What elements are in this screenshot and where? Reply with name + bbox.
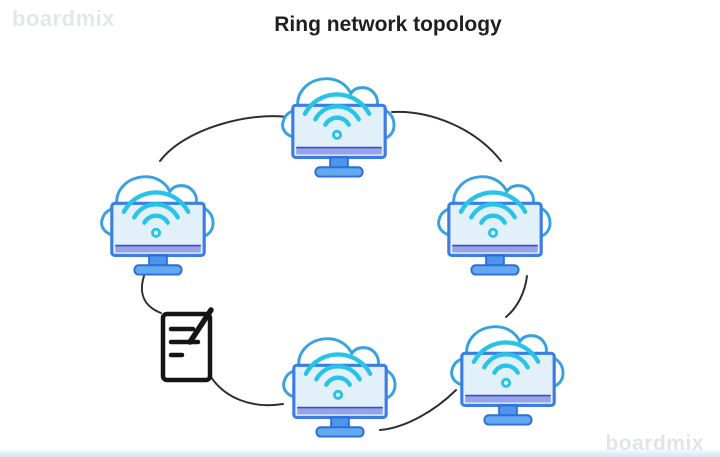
watermark-top-left: boardmix — [12, 6, 116, 31]
connector-top-right[interactable] — [391, 110, 502, 162]
wifi-cloud-computer-icon — [452, 327, 563, 425]
bottom-bar — [0, 450, 720, 457]
wifi-cloud-computer-icon — [283, 79, 394, 177]
connector-left-note[interactable] — [141, 272, 162, 314]
diagram-title[interactable]: Ring network topology — [274, 13, 502, 36]
watermark-bottom-right: boardmix — [605, 432, 704, 455]
connector-bottom-center-right[interactable] — [379, 389, 457, 431]
node-computer-left[interactable] — [99, 166, 217, 279]
node-computer-bottom-right[interactable] — [449, 316, 567, 429]
wifi-cloud-computer-icon — [102, 177, 213, 275]
wifi-cloud-computer-icon — [284, 339, 395, 437]
node-note[interactable] — [158, 302, 220, 384]
document-pen-icon — [160, 307, 214, 383]
wifi-cloud-computer-icon — [439, 177, 550, 275]
connector-top-left[interactable] — [159, 115, 289, 162]
node-computer-right[interactable] — [436, 166, 554, 279]
connector-note-bottom[interactable] — [210, 376, 284, 407]
node-computer-bottom-center[interactable] — [281, 328, 399, 441]
connector-right-bottom[interactable] — [505, 275, 528, 318]
node-computer-top[interactable] — [280, 68, 398, 181]
